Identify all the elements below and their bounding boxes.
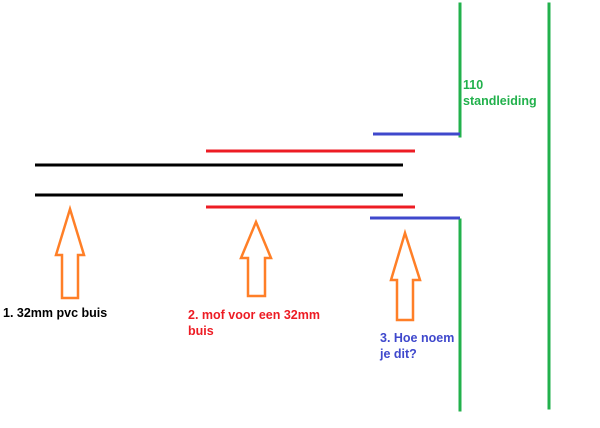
reducer-label-line2: je dit? [380,347,417,361]
stack-pipe [458,2,551,412]
stack-label-line1: 110 [463,78,484,92]
sleeve-arrow-icon [239,218,273,298]
stack-label-line2: standleiding [463,94,537,108]
reducer-part [370,132,460,220]
reducer-label-line1: 3. Hoe noem [380,331,455,345]
pvc-pipe [35,163,403,197]
stack-label: 110 standleiding [463,77,553,109]
sleeve-label: 2. mof voor een 32mm buis [188,307,358,339]
sleeve-label-line2: buis [188,324,214,338]
reducer-arrow-icon [389,228,422,322]
sleeve-label-line1: 2. mof voor een 32mm [188,308,320,322]
pipe-label-text: 1. 32mm pvc buis [3,306,108,320]
pipe-arrow-icon [54,204,86,300]
sleeve [206,149,415,209]
reducer-label: 3. Hoe noem je dit? [380,330,480,362]
pipe-label: 1. 32mm pvc buis [3,305,107,321]
